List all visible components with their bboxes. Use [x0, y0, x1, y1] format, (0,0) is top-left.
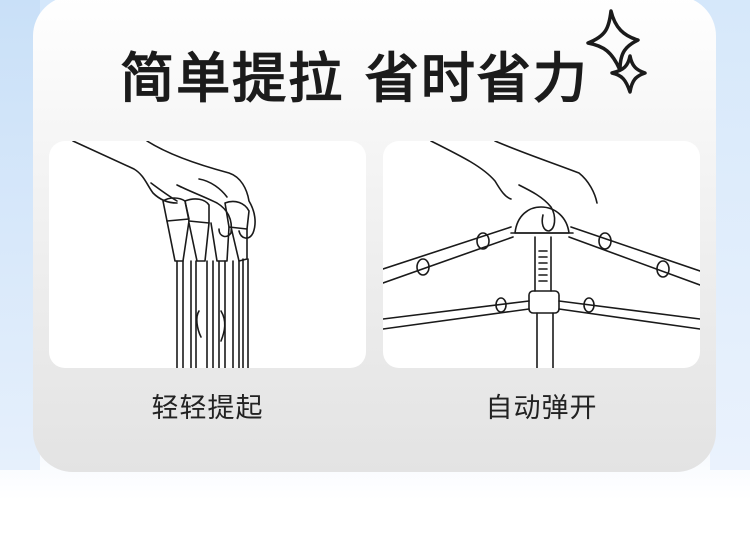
- illustration-popup: [383, 141, 700, 368]
- sparkle-icon: [586, 9, 647, 94]
- background-right: [710, 0, 750, 470]
- feature-card: 简单提拉 省时省力: [33, 0, 716, 472]
- step-caption-popup: 自动弹开: [485, 393, 598, 424]
- illustration-lift: [49, 141, 366, 368]
- step-caption-lift: 轻轻提起: [151, 393, 264, 424]
- page-title: 简单提拉 省时省力: [120, 47, 589, 110]
